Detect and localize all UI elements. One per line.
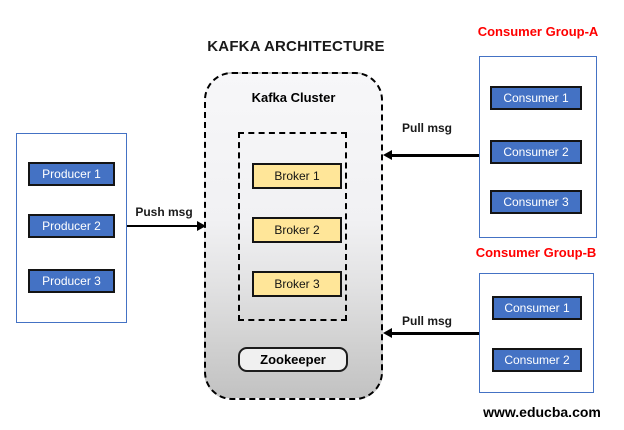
consumer-a2-node: Consumer 2: [490, 140, 582, 164]
consumer-a3-node: Consumer 3: [490, 190, 582, 214]
consumer-group-b-label: Consumer Group-B: [475, 245, 597, 260]
pull-arrow-b-line: [391, 332, 479, 335]
consumer-b2-node: Consumer 2: [492, 348, 582, 372]
broker-3-node: Broker 3: [252, 271, 342, 297]
zookeeper-node: Zookeeper: [238, 347, 348, 372]
broker-2-node: Broker 2: [252, 217, 342, 243]
consumer-group-b-box: [479, 273, 594, 393]
diagram-title: KAFKA ARCHITECTURE: [207, 38, 385, 55]
producer-1-node: Producer 1: [28, 162, 115, 186]
watermark-text: www.educba.com: [483, 404, 601, 420]
brokers-group-box: [238, 132, 347, 321]
consumer-group-a-label: Consumer Group-A: [477, 24, 599, 39]
kafka-cluster-label: Kafka Cluster: [251, 90, 336, 105]
push-arrow-line: [127, 225, 198, 227]
pull-msg-b-label: Pull msg: [401, 314, 452, 328]
push-msg-label: Push msg: [135, 205, 193, 219]
pull-arrow-a-head-icon: [383, 150, 392, 160]
broker-1-node: Broker 1: [252, 163, 342, 189]
pull-arrow-b-head-icon: [383, 328, 392, 338]
producer-2-node: Producer 2: [28, 214, 115, 238]
consumer-b1-node: Consumer 1: [492, 296, 582, 320]
producer-3-node: Producer 3: [28, 269, 115, 293]
pull-msg-a-label: Pull msg: [401, 121, 452, 135]
push-arrow-head-icon: [197, 221, 206, 231]
consumer-a1-node: Consumer 1: [490, 86, 582, 110]
pull-arrow-a-line: [391, 154, 479, 157]
